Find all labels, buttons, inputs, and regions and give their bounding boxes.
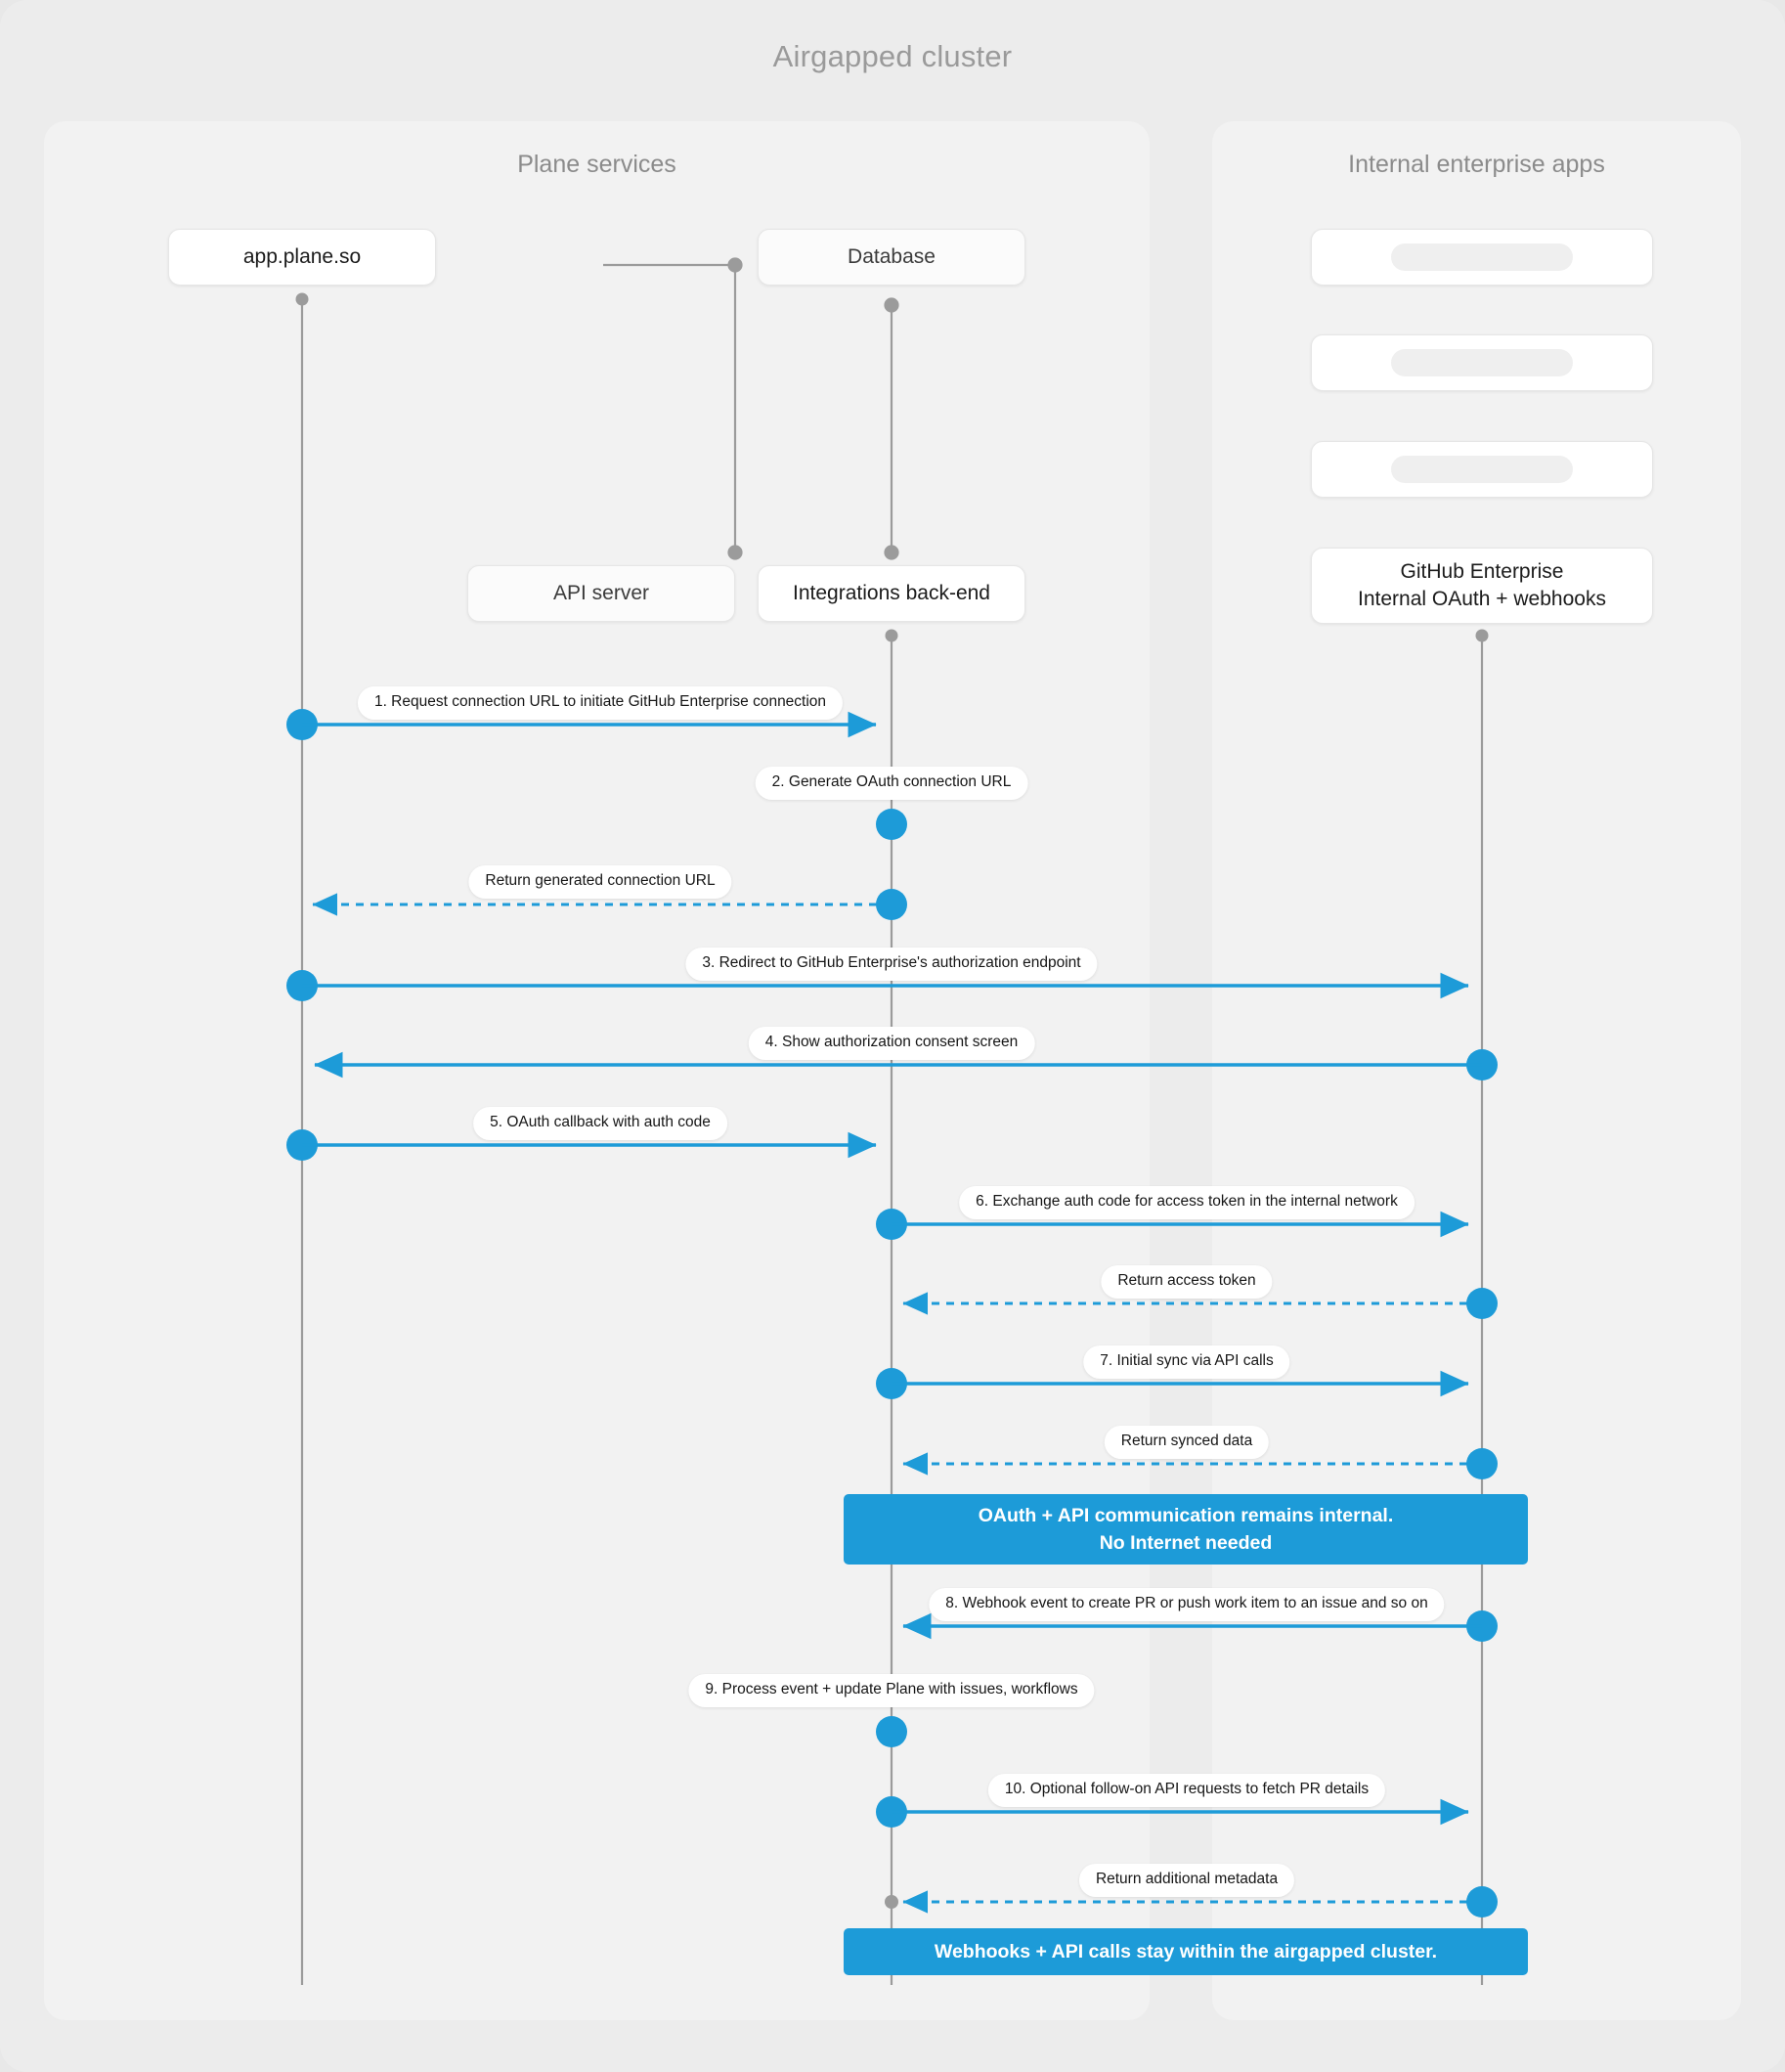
note-line-2: No Internet needed <box>1099 1532 1273 1554</box>
message-arrow-2 <box>876 809 907 840</box>
message-arrow-8 <box>902 1288 1498 1319</box>
participant-api-server[interactable]: API server <box>467 565 735 622</box>
message-label-1: 1. Request connection URL to initiate Gi… <box>357 686 844 720</box>
participant-label: app.plane.so <box>242 245 362 269</box>
participant-label-line1: GitHub Enterprise <box>1400 560 1564 584</box>
note-line-1: OAuth + API communication remains intern… <box>978 1504 1394 1526</box>
message-label-12: 9. Process event + update Plane with iss… <box>688 1674 1095 1707</box>
message-arrow-10 <box>902 1448 1498 1479</box>
message-label-2: 2. Generate OAuth connection URL <box>755 767 1028 800</box>
group-title-plane-services: Plane services <box>517 151 676 178</box>
message-label-4: 3. Redirect to GitHub Enterprise's autho… <box>685 948 1098 981</box>
message-label-3: Return generated connection URL <box>468 865 732 899</box>
participant-label-line2: Internal OAuth + webhooks <box>1358 588 1606 610</box>
participant-label: Integrations back-end <box>793 582 990 605</box>
message-arrow-4 <box>286 970 1469 1001</box>
participant-placeholder-app-2[interactable] <box>1311 334 1653 391</box>
participant-placeholder-app-3[interactable] <box>1311 441 1653 498</box>
page-title: Airgapped cluster <box>772 39 1013 73</box>
message-label-9: 7. Initial sync via API calls <box>1083 1345 1290 1379</box>
note-line-1: Webhooks + API calls stay within the air… <box>934 1940 1438 1962</box>
group-internal-enterprise-apps: Internal enterprise apps <box>1212 121 1741 2020</box>
note-airgapped-cluster: Webhooks + API calls stay within the air… <box>844 1928 1528 1975</box>
note-internal-communication: OAuth + API communication remains intern… <box>844 1494 1528 1565</box>
message-arrow-9 <box>876 1368 1469 1399</box>
message-label-11: 8. Webhook event to create PR or push wo… <box>929 1588 1445 1621</box>
participant-label: Database <box>848 245 936 269</box>
placeholder-bar <box>1391 243 1573 271</box>
message-arrow-14 <box>885 1886 1498 1918</box>
participant-github-enterprise[interactable]: GitHub Enterprise Internal OAuth + webho… <box>1311 548 1653 624</box>
message-label-7: 6. Exchange auth code for access token i… <box>959 1186 1415 1219</box>
message-label-6: 5. OAuth callback with auth code <box>473 1107 727 1140</box>
participant-label: API server <box>552 582 650 605</box>
group-title-internal-enterprise-apps: Internal enterprise apps <box>1348 151 1605 178</box>
participant-app-plane-so[interactable]: app.plane.so <box>168 229 436 286</box>
message-label-8: Return access token <box>1101 1265 1273 1299</box>
participant-database[interactable]: Database <box>758 229 1025 286</box>
placeholder-bar <box>1391 456 1573 483</box>
message-arrow-6 <box>286 1129 877 1161</box>
message-arrow-13 <box>876 1796 1469 1828</box>
message-arrow-12 <box>876 1716 907 1747</box>
message-arrow-1 <box>286 709 877 740</box>
participant-integrations-backend[interactable]: Integrations back-end <box>758 565 1025 622</box>
message-arrow-11 <box>902 1610 1498 1642</box>
participant-placeholder-app-1[interactable] <box>1311 229 1653 286</box>
message-arrow-5 <box>314 1049 1498 1080</box>
placeholder-bar <box>1391 349 1573 376</box>
message-label-13: 10. Optional follow-on API requests to f… <box>987 1774 1386 1807</box>
message-arrow-3 <box>312 889 907 920</box>
message-label-5: 4. Show authorization consent screen <box>748 1027 1035 1060</box>
message-arrow-7 <box>876 1209 1469 1240</box>
message-label-10: Return synced data <box>1104 1426 1270 1459</box>
message-label-14: Return additional metadata <box>1078 1864 1295 1897</box>
